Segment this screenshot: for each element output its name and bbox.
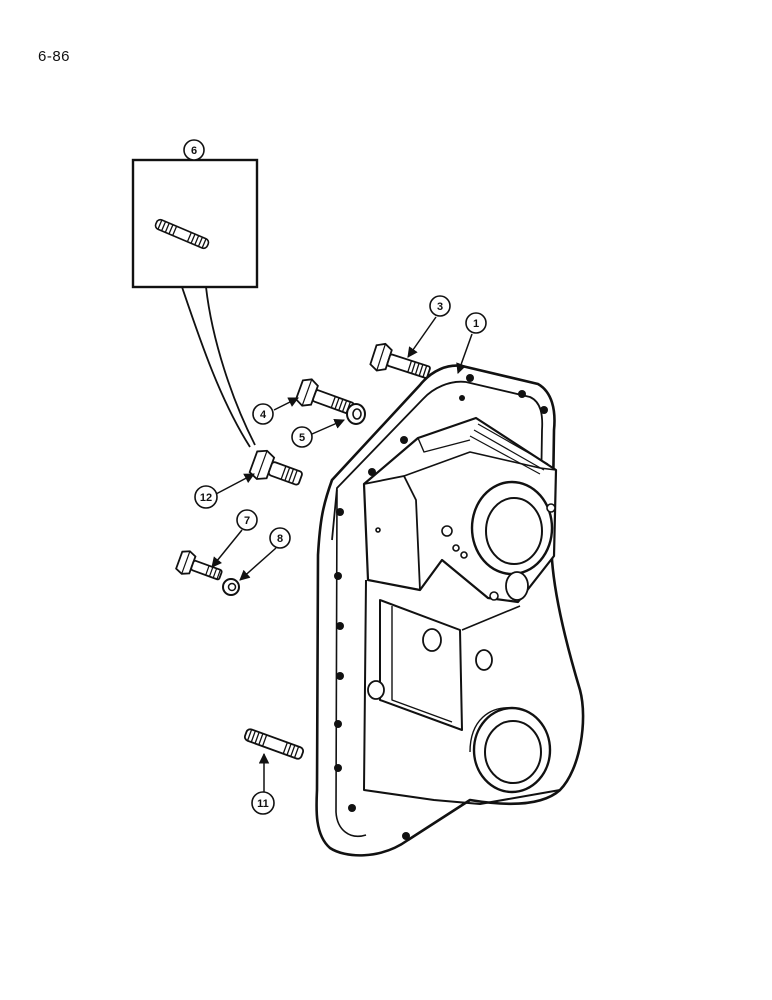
leader-lines: [211, 316, 473, 792]
svg-text:8: 8: [277, 533, 283, 545]
stud-11: [243, 728, 305, 760]
inset-detail-box: [131, 158, 259, 448]
svg-text:12: 12: [200, 492, 212, 504]
callout-3: 3: [429, 295, 451, 317]
callout-6: 6: [183, 139, 205, 161]
washer-8: [222, 578, 240, 596]
callout-4: 4: [252, 403, 274, 425]
svg-text:1: 1: [473, 318, 479, 330]
callout-8: 8: [269, 527, 291, 549]
cap-screw-7: [175, 550, 223, 581]
page-number: 6-86: [38, 48, 71, 65]
svg-text:11: 11: [257, 798, 269, 810]
washer-5: [346, 403, 366, 425]
callout-5: 5: [291, 426, 313, 448]
svg-text:5: 5: [299, 432, 305, 444]
inset-stud: [154, 218, 210, 250]
svg-text:4: 4: [260, 409, 267, 421]
callout-1: 1: [465, 312, 487, 334]
svg-text:7: 7: [244, 515, 250, 527]
svg-text:6: 6: [191, 145, 197, 157]
cap-screw-12: [248, 449, 303, 486]
svg-text:3: 3: [437, 301, 443, 313]
callout-7: 7: [236, 509, 258, 531]
callout-12: 12: [194, 485, 218, 509]
cap-screw-3: [369, 342, 431, 379]
gear-housing: [315, 364, 585, 857]
callout-11: 11: [251, 791, 275, 815]
